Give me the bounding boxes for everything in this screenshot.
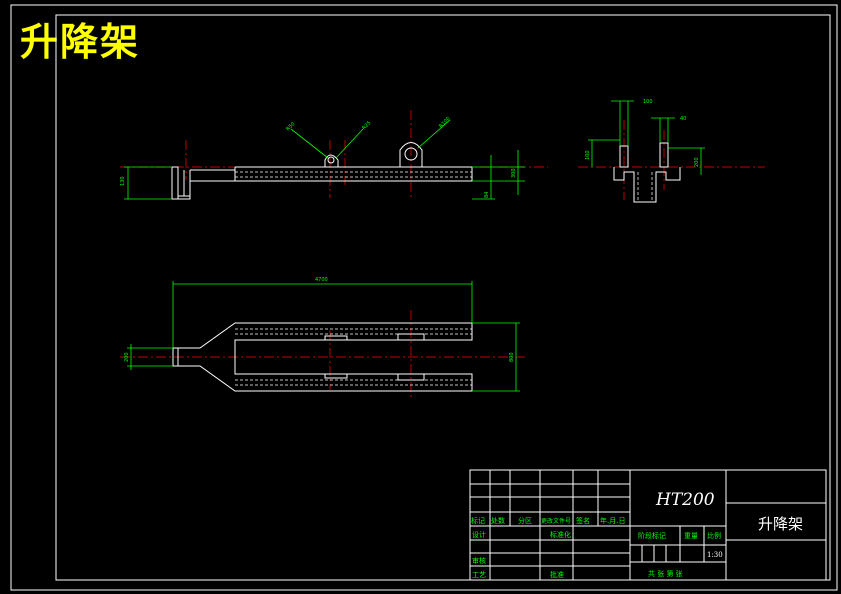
dim-front-right-outer: 300	[511, 168, 517, 178]
dim-front-height: 130	[120, 176, 126, 186]
plan-view: 4700 200 800	[120, 277, 525, 400]
dim-side-top2: 40	[680, 116, 686, 122]
tb-material: HT200	[655, 490, 715, 510]
inner-frame	[55, 14, 831, 581]
dim-r100: R100	[438, 116, 451, 129]
tb-label-zone: 分区	[518, 516, 532, 525]
tb-label-mark: 标记	[471, 516, 485, 525]
dim-plan-length: 4700	[315, 277, 328, 283]
tb-process: 工艺	[472, 571, 486, 579]
dim-plan-left: 200	[124, 352, 130, 362]
tb-part-name: 升降架	[758, 515, 803, 533]
dim-side-top: 100	[643, 99, 653, 105]
drawing-title: 升降架	[20, 20, 141, 64]
tb-designer: 设计	[472, 530, 486, 539]
tb-label-count: 处数	[491, 516, 505, 525]
dim-front-right-inner: 84	[484, 192, 490, 198]
tb-label-change-doc: 更改文件号	[541, 517, 571, 525]
tb-scale-label: 比例	[707, 531, 721, 540]
tb-sheets: 共 张 第 张	[648, 569, 683, 578]
dim-r50: R50	[285, 121, 296, 132]
tb-standardize: 标准化	[550, 530, 571, 539]
tb-approve: 批准	[550, 570, 564, 579]
dim-side-left: 100	[585, 150, 591, 160]
side-view: 100 40 100 200	[578, 99, 765, 203]
tb-stage-mark: 阶段标记	[638, 531, 666, 540]
tb-label-sign: 签名	[576, 516, 590, 525]
outer-border	[10, 4, 838, 591]
tb-review: 审核	[472, 556, 486, 565]
tb-weight: 重量	[684, 532, 698, 540]
dim-side-right: 200	[694, 157, 700, 167]
dim-r25: R25	[361, 120, 372, 131]
title-block: 标记 处数 分区 更改文件号 签名 年.月.日 设计 标准化 审核 工艺 批准 …	[469, 469, 827, 581]
tb-scale-value: 1:30	[707, 551, 723, 559]
dim-plan-right: 800	[509, 352, 515, 362]
tb-label-date: 年.月.日	[600, 516, 625, 525]
front-view: R50 R25 R100 130 300 84	[120, 110, 548, 200]
